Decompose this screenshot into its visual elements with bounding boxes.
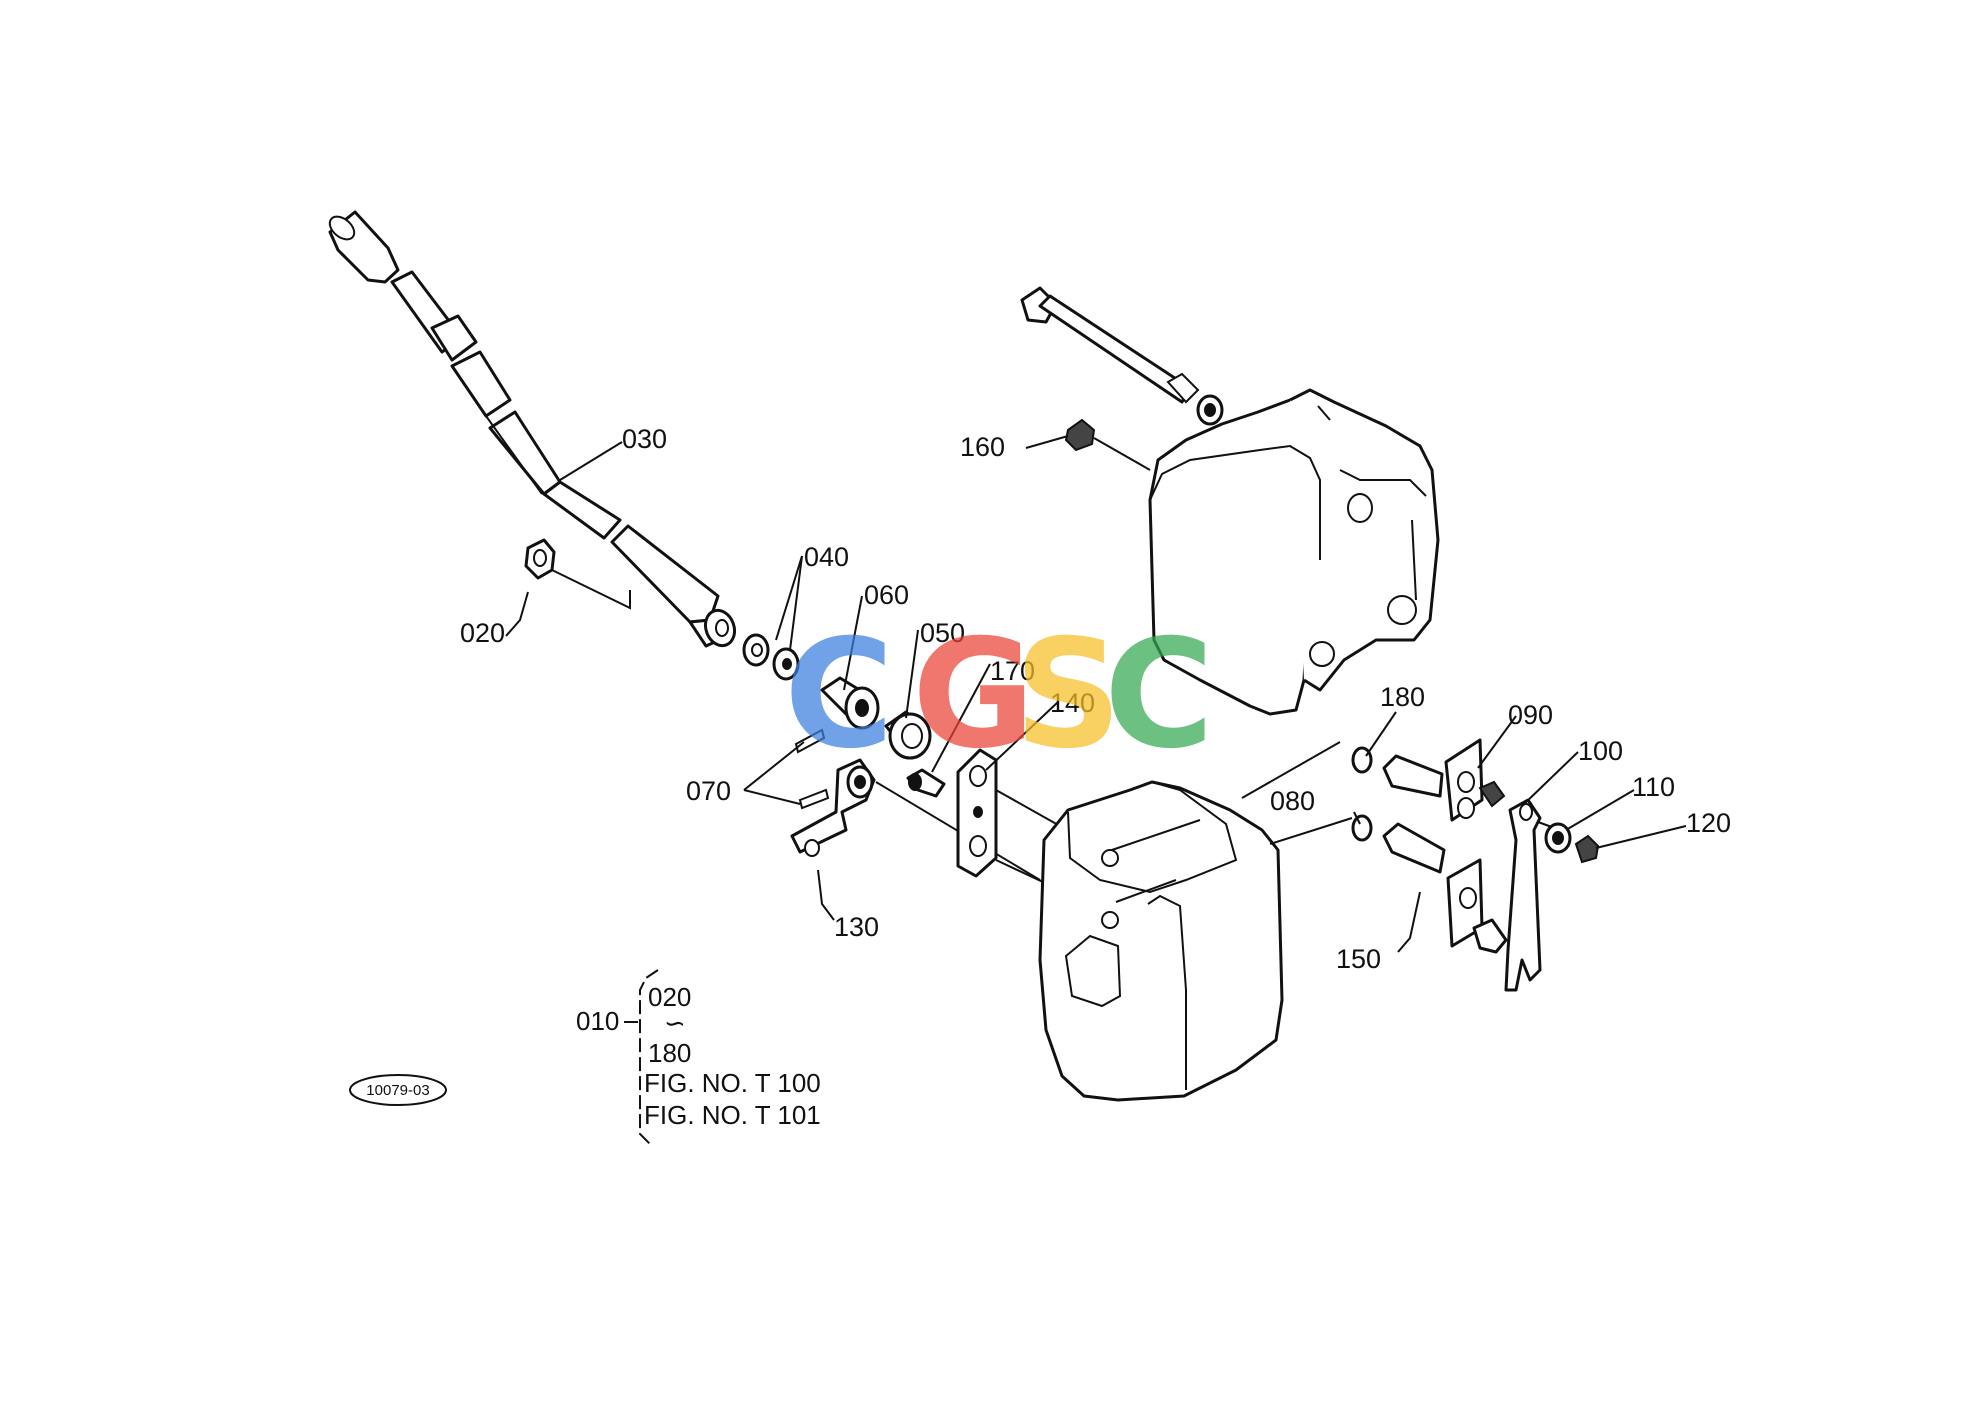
assembly-fig-ref-1: FIG. NO. T 100 xyxy=(644,1068,821,1098)
callout-160: 160 xyxy=(960,432,1005,462)
shaft-part-090 xyxy=(1351,738,1506,822)
nut-part-160 xyxy=(1064,418,1151,471)
nut-part-020 xyxy=(524,538,631,610)
assembly-fig-ref-2: FIG. NO. T 101 xyxy=(644,1100,821,1130)
callout-110: 110 xyxy=(1632,772,1675,802)
watermark-letter-4: C xyxy=(1104,608,1214,782)
collar-part-050 xyxy=(884,710,932,760)
callout-100: 100 xyxy=(1578,736,1623,766)
callout-120: 120 xyxy=(1686,808,1731,838)
callout-labels: 030 020 040 060 050 170 140 070 130 160 … xyxy=(460,424,1731,974)
callout-140: 140 xyxy=(1050,688,1095,718)
watermark-letter-3: S xyxy=(1014,608,1122,782)
bolt-part-170 xyxy=(906,768,946,798)
plate-part-140 xyxy=(956,748,1061,891)
reference-code: 10079-03 xyxy=(366,1082,429,1099)
assembly-range-separator: ∽ xyxy=(664,1008,686,1038)
long-bolt xyxy=(1020,286,1224,426)
lower-housing xyxy=(1038,741,1353,1102)
watermark-letter-1: C xyxy=(784,608,894,782)
arm-part-100 xyxy=(1504,798,1561,992)
washer-part-110 xyxy=(1544,822,1572,854)
upper-housing xyxy=(1148,388,1440,716)
callout-150: 150 xyxy=(1336,944,1381,974)
assembly-note: 010 020 ∽ 180 FIG. NO. T 100 FIG. NO. T … xyxy=(576,969,821,1147)
callout-080: 080 xyxy=(1270,786,1315,816)
callout-030: 030 xyxy=(622,424,667,454)
leader-lines xyxy=(505,435,1687,953)
watermark-letter-2: G xyxy=(912,608,1035,782)
callout-130: 130 xyxy=(834,912,879,942)
shaft-part-150 xyxy=(1351,814,1508,954)
nut-part-120 xyxy=(1574,834,1600,864)
callout-170: 170 xyxy=(990,656,1035,686)
bushing-part-060 xyxy=(820,676,880,730)
pin-part-070 xyxy=(794,728,830,810)
assembly-parent-number: 010 xyxy=(576,1006,619,1036)
watermark-logo: C G S C xyxy=(784,608,1214,782)
callout-060: 060 xyxy=(864,580,909,610)
callout-020: 020 xyxy=(460,618,505,648)
reference-code-badge: 10079-03 xyxy=(349,1074,447,1106)
callout-070: 070 xyxy=(686,776,731,806)
callout-090: 090 xyxy=(1508,700,1553,730)
assembly-range-start: 020 xyxy=(648,982,691,1012)
callout-050: 050 xyxy=(920,618,965,648)
callout-180: 180 xyxy=(1380,682,1425,712)
washer-part-040 xyxy=(742,633,800,681)
shift-lever-part-030 xyxy=(328,210,737,648)
callout-040: 040 xyxy=(804,542,849,572)
assembly-range-end: 180 xyxy=(648,1038,691,1068)
